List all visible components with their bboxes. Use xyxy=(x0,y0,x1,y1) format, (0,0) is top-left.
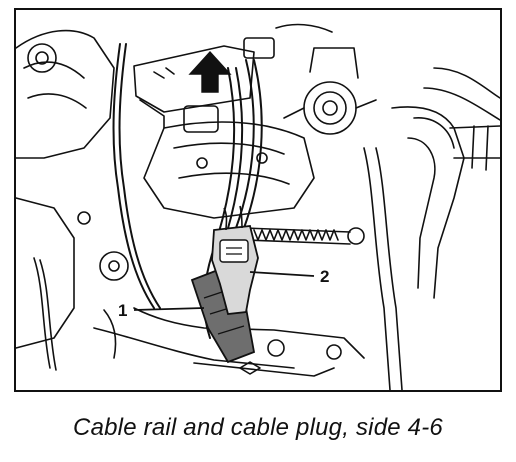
callout-2-leader xyxy=(249,271,315,277)
cable-plug xyxy=(211,205,259,315)
callout-1-label: 1 xyxy=(118,301,127,320)
callout-2-label: 2 xyxy=(320,267,329,286)
arrow-up-icon xyxy=(188,50,232,93)
engine-illustration: 1 2 xyxy=(14,8,502,392)
figure-caption: Cable rail and cable plug, side 4-6 xyxy=(73,414,443,441)
callout-1-leader xyxy=(133,307,205,311)
